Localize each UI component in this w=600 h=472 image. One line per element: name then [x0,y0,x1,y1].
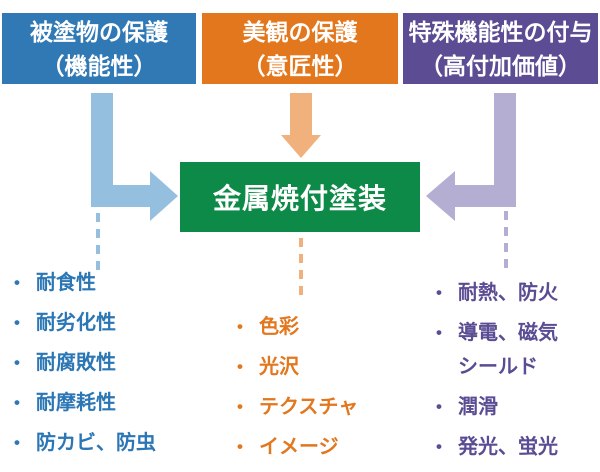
list-item-label: 耐熱、防火 [458,282,558,304]
bullet-icon: • [237,397,243,416]
list-item: • イメージ [237,430,407,464]
center-box-label: 金属焼付塗装 [212,183,387,214]
list-item: • 耐摩耗性 [14,386,194,420]
bullet-icon: • [14,393,20,412]
bullet-icon: • [436,437,442,456]
down-arrow [281,93,321,158]
list-item: • 潤滑 [436,390,598,424]
bullet-icon: • [14,313,20,332]
header-box-functional-protection: 被塗物の保護 （機能性） [2,13,196,84]
header-title-line2: （高付加価値） [420,52,581,79]
center-box-metal-baking-coating: 金属焼付塗装 [180,162,420,232]
list-item-label: 耐腐敗性 [36,352,116,374]
list-item-label: イメージ [259,436,339,458]
header-box-special-functions: 特殊機能性の付与 （高付加価値） [403,13,598,84]
bullet-icon: • [436,397,442,416]
bullet-icon: • [14,273,20,292]
list-item-label: テクスチャ [259,396,359,418]
bullet-icon: • [436,323,442,342]
list-item-label: 発光、蛍光 [458,436,558,458]
benefit-list-special-functions: • 耐熱、防火 • 導電、磁気 シールド • 潤滑 • 発光、蛍光 [436,276,598,464]
list-item: • 発光、蛍光 [436,430,598,464]
bullet-icon: • [237,357,243,376]
list-item: • 耐食性 [14,266,194,300]
list-item-label: 色彩 [259,316,299,338]
benefit-list-functional-protection: • 耐食性 • 耐劣化性 • 耐腐敗性 • 耐摩耗性 • 防カビ、防虫 [14,266,194,460]
list-item: • 色彩 [237,310,407,344]
header-title-line2: （機能性） [41,52,157,79]
bullet-icon: • [436,283,442,302]
benefit-list-aesthetic-protection: • 色彩 • 光沢 • テクスチャ • イメージ [237,310,407,464]
list-item: • 導電、磁気 シールド [436,316,598,384]
list-item-label: 耐摩耗性 [36,392,116,414]
list-item: • 光沢 [237,350,407,384]
list-item: • 耐熱、防火 [436,276,598,310]
bullet-icon: • [14,353,20,372]
list-item-label: 耐食性 [36,272,96,294]
list-item: • 耐劣化性 [14,306,194,340]
bullet-icon: • [14,433,20,452]
header-box-aesthetic-protection: 美観の保護 （意匠性） [202,13,398,84]
bullet-icon: • [237,317,243,336]
list-item-label: 導電、磁気 シールド [458,322,558,378]
header-title-line2: （意匠性） [242,52,358,79]
header-title-line1: 被塗物の保護 [30,18,168,45]
header-title-line1: 美観の保護 [242,18,358,45]
list-item: • 耐腐敗性 [14,346,194,380]
right-elbow-arrow [426,93,516,221]
bullet-icon: • [237,437,243,456]
list-item-label: 潤滑 [458,396,498,418]
list-item-label: 防カビ、防虫 [36,432,156,454]
list-item: • テクスチャ [237,390,407,424]
list-item: • 防カビ、防虫 [14,426,194,460]
list-item-label: 耐劣化性 [36,312,116,334]
list-item-label: 光沢 [259,356,299,378]
left-elbow-arrow [91,93,178,221]
header-title-line1: 特殊機能性の付与 [408,18,593,45]
